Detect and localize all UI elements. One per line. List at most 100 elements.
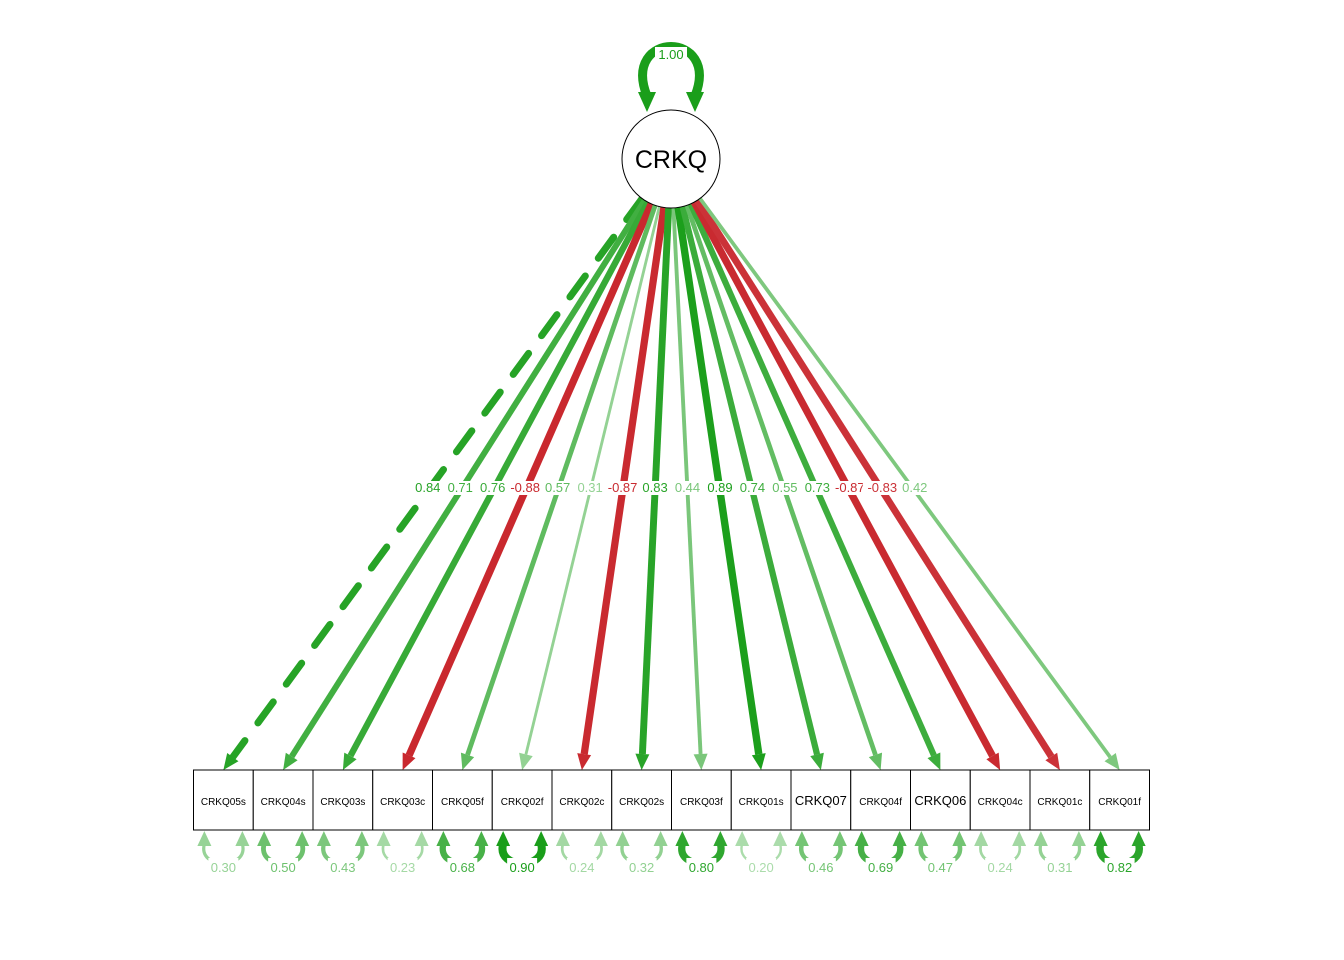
loading-edge [674,206,763,755]
indicator-label: CRKQ07 [795,793,847,808]
loading-label: 0.73 [805,480,830,495]
residual-label-bg [1104,858,1135,872]
loading-edge [698,197,1112,759]
latent-variance-arrowhead [686,92,704,112]
residual-label: 0.68 [450,860,475,875]
indicator-box [551,769,613,831]
loading-label-bg [603,481,643,495]
indicator-label: CRKQ04f [859,797,902,808]
residual-arrowhead [615,831,630,846]
loading-label: 0.55 [772,480,797,495]
loading-arrowhead [460,752,475,770]
loading-label-bg [704,481,736,495]
indicator-box [790,769,852,831]
residual-arrowhead [197,831,212,846]
residual-label-bg [865,858,896,872]
residual-label: 0.32 [629,860,654,875]
residual-arrowhead [735,831,750,846]
residual-arrowhead [952,831,967,846]
loading-label: 0.74 [740,480,765,495]
loading-arrowhead [868,752,883,770]
residual-label: 0.80 [689,860,714,875]
residual-label-bg [268,858,299,872]
residual-label-bg [1044,858,1075,872]
residual-label: 0.20 [748,860,773,875]
residual-arrowhead [1033,831,1048,846]
loading-label: 0.42 [902,480,927,495]
residual-arrowhead [1071,831,1086,846]
residual-label-bg [805,858,836,872]
residual-arrowhead [474,831,489,846]
residual-arrowhead [832,831,847,846]
loading-label: -0.88 [510,480,540,495]
loading-label-bg [801,481,834,495]
indicator-box [969,769,1031,831]
residual-arrowhead [653,831,668,846]
loading-edge [289,198,648,759]
indicator-label: CRKQ06 [914,793,966,808]
residual-arrowhead [974,831,989,846]
residual-arrowhead [675,831,690,846]
residual-arrowhead [496,831,511,846]
loading-label: 0.44 [675,480,700,495]
indicator-boxes: CRKQ05s CRKQ04s CRKQ03s CRKQ03c CRKQ05f CRKQ0… [193,769,1150,831]
residual-label-bg [507,858,538,872]
loading-label: 0.89 [707,480,732,495]
loading-label-bg [476,481,509,495]
loading-edge [691,200,996,758]
loading-label-bg [862,481,902,495]
loading-label: -0.87 [608,480,638,495]
loading-label: -0.83 [867,480,897,495]
residual-arrowhead [295,831,310,846]
loading-label-bg [541,481,574,495]
indicator-label: CRKQ03c [380,797,425,808]
residual-label-bg [208,858,239,872]
loading-edge [580,206,668,755]
residual-label: 0.69 [868,860,893,875]
residual-label: 0.90 [509,860,534,875]
residual-arrowhead [713,831,728,846]
indicator-box [730,769,792,831]
loading-edge [694,198,1055,759]
residual-arrowhead [1131,831,1146,846]
loading-edge [687,202,937,757]
loading-edge [684,204,878,756]
indicator-label: CRKQ03s [320,797,365,808]
residual-label: 0.24 [569,860,594,875]
loading-arrowhead [1045,752,1060,770]
latent-variance-loop [638,42,704,112]
loading-arrowhead [751,753,766,770]
loading-label-bg [830,481,870,495]
residual-arrowhead [534,831,549,846]
loading-edge [229,195,646,761]
indicator-label: CRKQ05s [201,797,246,808]
indicator-box [491,769,553,831]
residual-arrowhead [1012,831,1027,846]
loading-arrowhead [577,753,592,770]
residual-arrowhead [914,831,929,846]
residual-arrowhead [316,831,331,846]
residual-label-bg [447,858,478,872]
residual-label: 0.47 [928,860,953,875]
loading-label-bg [444,481,477,495]
loading-edge [671,207,703,755]
indicator-label: CRKQ05f [441,797,484,808]
residual-label-bg [327,858,358,872]
indicator-box [1029,769,1091,831]
loading-edge [679,205,821,756]
indicator-label: CRKQ01c [1037,797,1082,808]
indicator-box [671,769,732,831]
residual-arrowhead [794,831,809,846]
residual-arrowhead [892,831,907,846]
loading-arrowhead [635,753,650,770]
loading-edge [405,202,655,757]
loading-arrowhead [693,753,708,770]
loading-label: 0.31 [577,480,602,495]
residual-arrowhead [593,831,608,846]
loading-edge [465,204,658,756]
loading-arrowhead [223,752,239,770]
indicator-label: CRKQ04s [261,797,306,808]
loading-arrowhead [519,752,533,770]
